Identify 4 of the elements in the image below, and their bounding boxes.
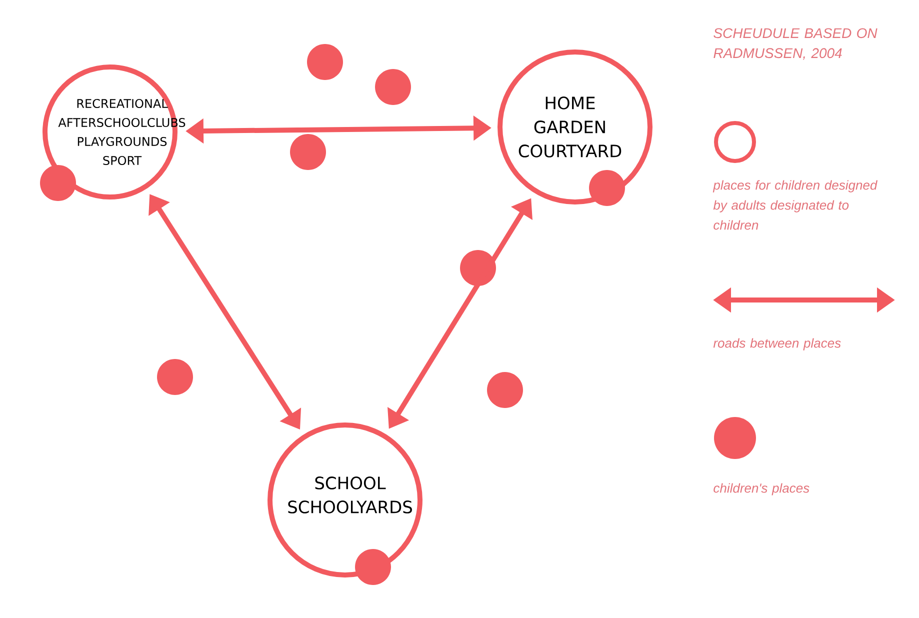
note: SCHEUDULE BASED ON RADMUSSEN, 2004 (714, 28, 878, 60)
legend-label: places for children designed by adults designated to children (712, 180, 878, 230)
legend-label: children's places (714, 483, 810, 496)
legend-label: roads between places (713, 338, 841, 350)
